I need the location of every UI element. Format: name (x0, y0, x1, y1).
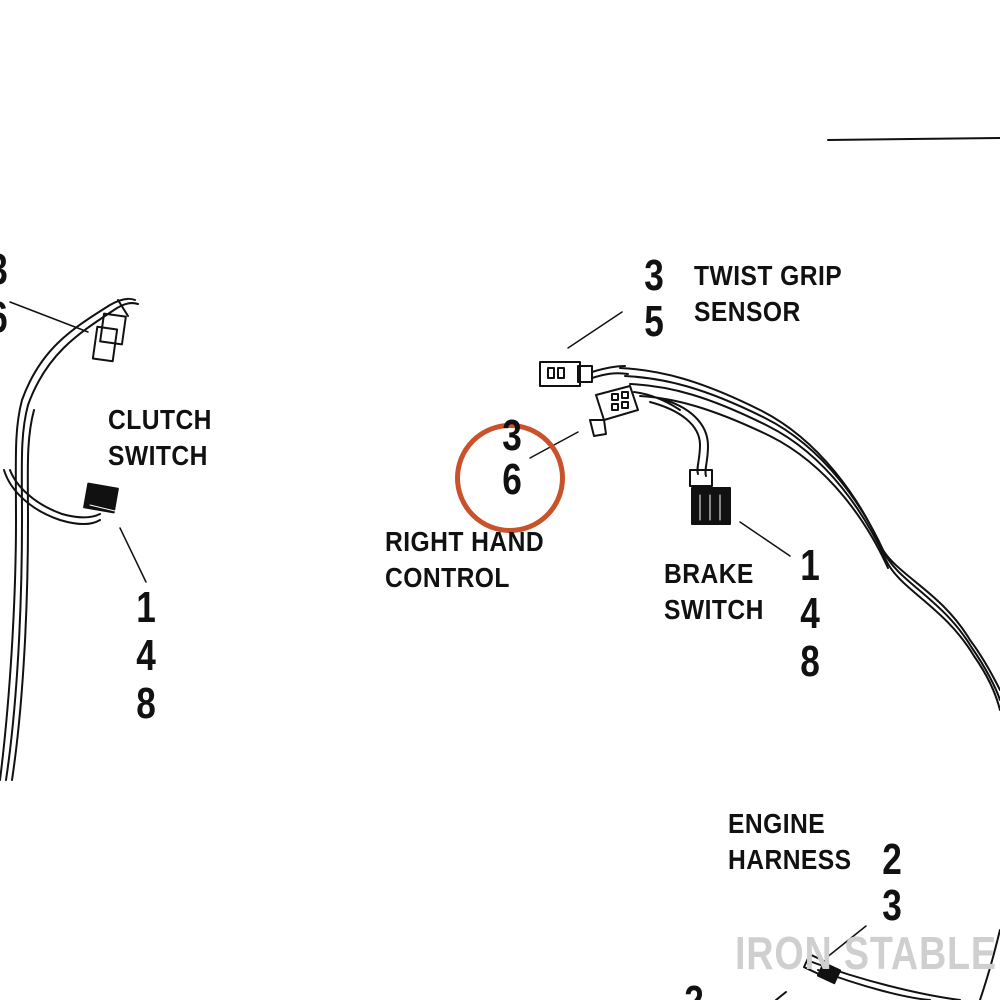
leader-left-edge (9, 301, 89, 333)
twist-grip-connector (539, 361, 629, 387)
part-number-right-hand-digit-2: 6 (502, 455, 522, 504)
clutch-switch-label-line-1: CLUTCH (108, 404, 212, 435)
right-harness (619, 367, 1000, 711)
clutch-switch-label-line-2: SWITCH (108, 440, 208, 471)
part-number-left-edge-digit-1: 3 (0, 246, 14, 294)
part-number-left-edge-digit-2: 6 (0, 294, 14, 342)
leader-brake (739, 521, 791, 557)
part-number-clutch-digit-2: 4 (136, 631, 156, 680)
part-number-brake-digit-2: 4 (800, 589, 820, 638)
part-number-engine-digit-1: 2 (882, 835, 902, 884)
part-number-twist-grip-digit-2: 5 (644, 297, 664, 346)
twist-grip-label-line-1: TWIST GRIP (694, 260, 843, 291)
twist-grip-label-line-2: SENSOR (694, 296, 801, 327)
part-number-brake-digit-3: 8 (800, 637, 820, 686)
part-number-brake-digit-1: 1 (800, 541, 820, 590)
highlight-circle (455, 423, 565, 533)
clutch-upper-connector (91, 299, 129, 363)
leader-engine (825, 925, 867, 959)
top-frame-line (827, 137, 1000, 141)
right-hand-connector (589, 385, 681, 437)
clutch-switch-connector (83, 482, 119, 514)
engine-harness-connector (802, 953, 842, 985)
brake-switch-label-line-1: BRAKE (664, 558, 754, 589)
watermark: IRON STABLE (735, 927, 997, 979)
part-number-right-hand-digit-1: 3 (502, 411, 522, 460)
engine-harness-label-line-2: HARNESS (728, 844, 852, 875)
part-number-clutch-digit-1: 1 (136, 583, 156, 632)
leader-twist-grip (567, 311, 623, 349)
engine-harness-label-line-1: ENGINE (728, 808, 826, 839)
leader-clutch (119, 527, 147, 583)
brake-switch-connector (689, 469, 731, 525)
right-hand-control-label-line-2: CONTROL (385, 562, 510, 593)
part-number-clutch-digit-3: 8 (136, 679, 156, 728)
part-number-engine-digit-2: 3 (882, 881, 902, 930)
right-hand-control-label-line-1: RIGHT HAND (385, 526, 545, 557)
left-harness (0, 297, 139, 781)
brake-switch-label-line-2: SWITCH (664, 594, 764, 625)
part-number-twist-grip-digit-1: 3 (644, 251, 664, 300)
part-number-bottom-partial: 2 (678, 978, 710, 1000)
